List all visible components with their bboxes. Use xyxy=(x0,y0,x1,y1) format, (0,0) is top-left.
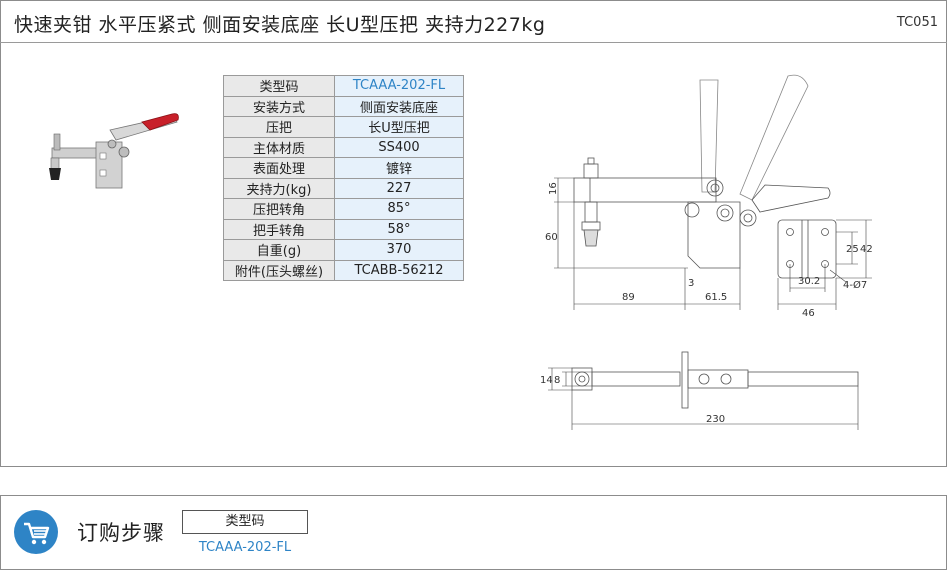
header-divider xyxy=(0,42,947,43)
dim-25: 25 xyxy=(846,244,859,255)
spec-key: 压把转角 xyxy=(223,198,335,220)
dim-8: 8 xyxy=(554,375,560,386)
order-type-field-label: 类型码 xyxy=(182,510,308,534)
dim-61-5: 61.5 xyxy=(705,292,727,303)
spec-row: 压把长U型压把 xyxy=(223,116,464,138)
spec-key: 附件(压头螺丝) xyxy=(223,259,335,281)
dim-46: 46 xyxy=(802,308,815,319)
spec-value: 镀锌 xyxy=(334,157,464,179)
spec-key: 表面处理 xyxy=(223,157,335,179)
spec-value: TCABB-56212 xyxy=(334,259,464,281)
spec-value: 370 xyxy=(334,239,464,261)
dim-89: 89 xyxy=(622,292,635,303)
spec-value: 227 xyxy=(334,177,464,199)
spec-key: 自重(g) xyxy=(223,239,335,261)
product-photo xyxy=(49,113,179,189)
dim-holes: 4-Ø7 xyxy=(843,279,867,291)
spec-row: 附件(压头螺丝)TCABB-56212 xyxy=(223,259,464,281)
technical-drawing: 16 60 89 3 61.5 25 42 30.2 46 4-Ø7 14 8 … xyxy=(540,74,873,430)
product-panel xyxy=(0,0,947,467)
page-title: 快速夹钳 水平压紧式 侧面安装底座 长U型压把 夹持力227kg xyxy=(14,14,546,36)
spec-row: 安装方式侧面安装底座 xyxy=(223,95,464,117)
dim-230: 230 xyxy=(706,414,725,425)
spec-key: 夹持力(kg) xyxy=(223,177,335,199)
spec-row: 自重(g)370 xyxy=(223,239,464,261)
order-title: 订购步骤 xyxy=(77,521,165,545)
spec-row: 表面处理镀锌 xyxy=(223,157,464,179)
spec-value: 58° xyxy=(334,218,464,240)
spec-value: 长U型压把 xyxy=(334,116,464,138)
spec-key: 类型码 xyxy=(223,75,335,97)
dim-42: 42 xyxy=(860,244,873,255)
dim-16: 16 xyxy=(548,182,559,195)
spec-value: 85° xyxy=(334,198,464,220)
spec-key: 主体材质 xyxy=(223,136,335,158)
product-code: TC051 xyxy=(896,15,938,30)
spec-row: 夹持力(kg)227 xyxy=(223,177,464,199)
spec-value: 侧面安装底座 xyxy=(334,95,464,117)
order-type-field-value: TCAAA-202-FL xyxy=(198,540,292,555)
spec-key: 安装方式 xyxy=(223,95,335,117)
dim-3: 3 xyxy=(688,278,694,289)
spec-key: 把手转角 xyxy=(223,218,335,240)
cart-icon xyxy=(14,510,58,554)
spec-value: TCAAA-202-FL xyxy=(334,75,464,97)
dim-14: 14 xyxy=(540,375,553,386)
spec-value: SS400 xyxy=(334,136,464,158)
spec-key: 压把 xyxy=(223,116,335,138)
dim-30-2: 30.2 xyxy=(798,276,820,287)
dim-60: 60 xyxy=(545,232,558,243)
